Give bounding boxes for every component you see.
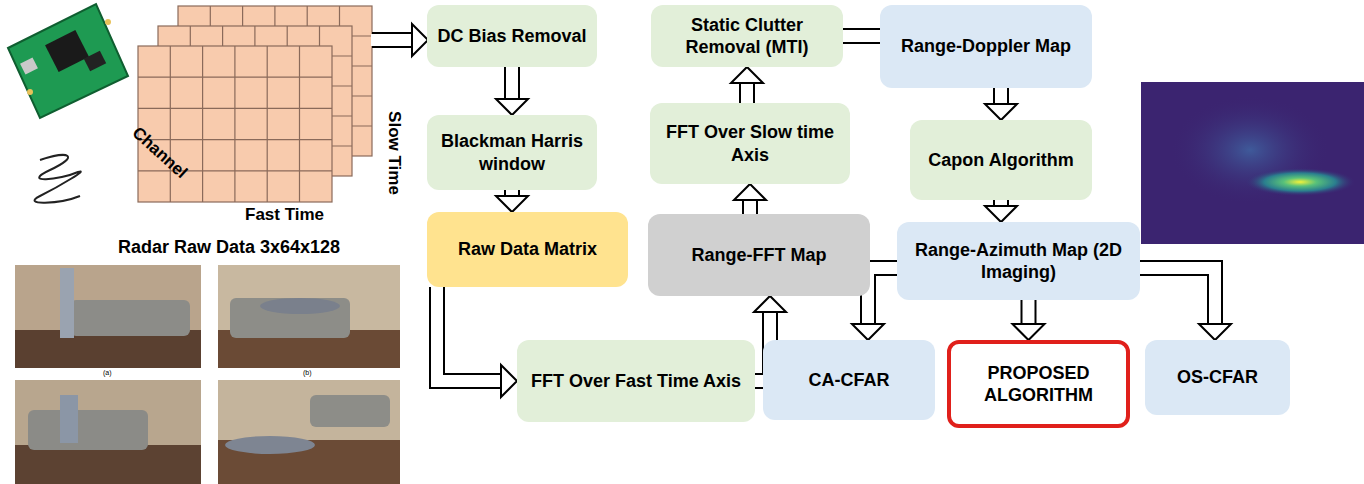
box-label: PROPOSED ALGORITHM bbox=[959, 362, 1118, 407]
hollow-arrow bbox=[1140, 268, 1231, 340]
hollow-arrow bbox=[731, 67, 763, 103]
box-label: Capon Algorithm bbox=[928, 149, 1073, 172]
hollow-arrow bbox=[496, 67, 528, 115]
process-box: FFT Over Fast Time Axis bbox=[517, 340, 755, 422]
box-label: CA-CFAR bbox=[809, 369, 890, 392]
process-box: Raw Data Matrix bbox=[427, 212, 628, 287]
axis-label: Slow Time bbox=[384, 111, 404, 195]
process-box: Range-Doppler Map bbox=[880, 5, 1092, 88]
axis-label: Fast Time bbox=[245, 205, 324, 225]
radar-board bbox=[8, 4, 128, 118]
process-box: Static Clutter Removal (MTI) bbox=[651, 5, 843, 67]
process-box: OS-CFAR bbox=[1145, 340, 1290, 415]
wave-symbol bbox=[35, 155, 81, 203]
box-label: Range-Azimuth Map (2D Imaging) bbox=[905, 239, 1132, 284]
box-label: FFT Over Slow time Axis bbox=[658, 121, 842, 166]
hollow-arrow bbox=[496, 190, 528, 212]
scene-photos bbox=[15, 265, 400, 484]
process-box: Blackman Harris window bbox=[427, 115, 597, 190]
box-label: Range-FFT Map bbox=[692, 244, 827, 267]
box-label: DC Bias Removal bbox=[437, 25, 586, 48]
process-box: DC Bias Removal bbox=[427, 5, 597, 67]
axis-label: (b) bbox=[303, 369, 312, 376]
hollow-arrow bbox=[985, 88, 1017, 120]
axis-label: (a) bbox=[103, 369, 112, 376]
process-box: Range-FFT Map bbox=[648, 214, 870, 296]
hollow-arrow bbox=[1013, 300, 1045, 340]
process-box: FFT Over Slow time Axis bbox=[650, 103, 850, 184]
input-arrow bbox=[371, 24, 428, 56]
hollow-arrow bbox=[985, 200, 1017, 222]
process-box: PROPOSED ALGORITHM bbox=[947, 340, 1130, 428]
process-box: Range-Azimuth Map (2D Imaging) bbox=[897, 222, 1140, 300]
process-box: Capon Algorithm bbox=[910, 120, 1092, 200]
box-label: Static Clutter Removal (MTI) bbox=[659, 14, 835, 59]
box-label: Raw Data Matrix bbox=[458, 238, 597, 261]
hollow-arrow bbox=[734, 184, 766, 214]
hollow-arrow bbox=[437, 287, 517, 397]
heatmap-image bbox=[1141, 82, 1364, 244]
box-label: Range-Doppler Map bbox=[901, 35, 1071, 58]
box-label: Blackman Harris window bbox=[435, 130, 589, 175]
axis-label: Radar Raw Data 3x64x128 bbox=[118, 237, 340, 258]
hollow-arrow bbox=[843, 36, 880, 37]
box-label: FFT Over Fast Time Axis bbox=[531, 370, 741, 393]
box-label: OS-CFAR bbox=[1177, 366, 1258, 389]
process-box: CA-CFAR bbox=[763, 340, 935, 420]
